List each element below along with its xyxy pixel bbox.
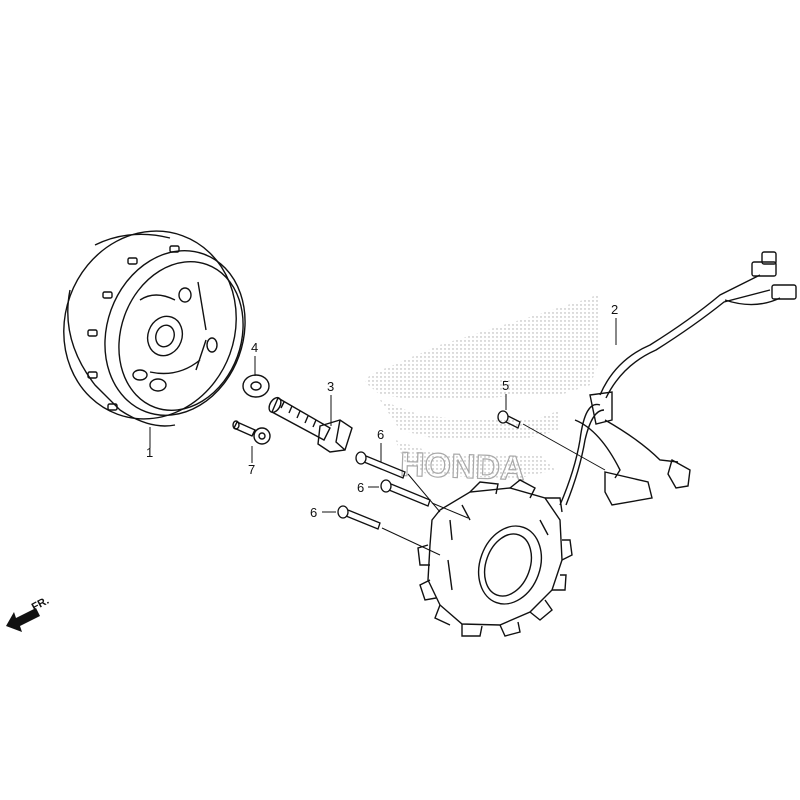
callout-6c: 6 [310,505,317,520]
leader-lines [149,318,617,556]
callout-1: 1 [146,445,153,460]
bolt-part-7 [232,420,271,445]
callouts: 1 2 3 4 5 6 6 6 7 [146,302,618,520]
callout-3: 3 [327,379,334,394]
honda-wing-watermark: HONDA [365,293,600,488]
callout-2: 2 [611,302,618,317]
stator-part-2 [417,479,573,637]
callout-4: 4 [251,340,258,355]
honda-wordmark: HONDA [399,446,525,488]
stator-bolts-part-6 [337,451,431,530]
callout-6b: 6 [357,480,364,495]
callout-5: 5 [502,378,509,393]
bolt-part-3 [268,396,353,453]
callout-7: 7 [248,462,255,477]
wiring-harness [559,251,797,506]
front-arrow-icon [6,608,40,632]
screw-part-5 [497,410,521,429]
flywheel-part-1 [63,230,246,427]
callout-6a: 6 [377,427,384,442]
front-label: FR. [30,595,51,614]
front-direction-indicator: FR. [6,595,51,632]
washer-part-4 [242,374,270,398]
